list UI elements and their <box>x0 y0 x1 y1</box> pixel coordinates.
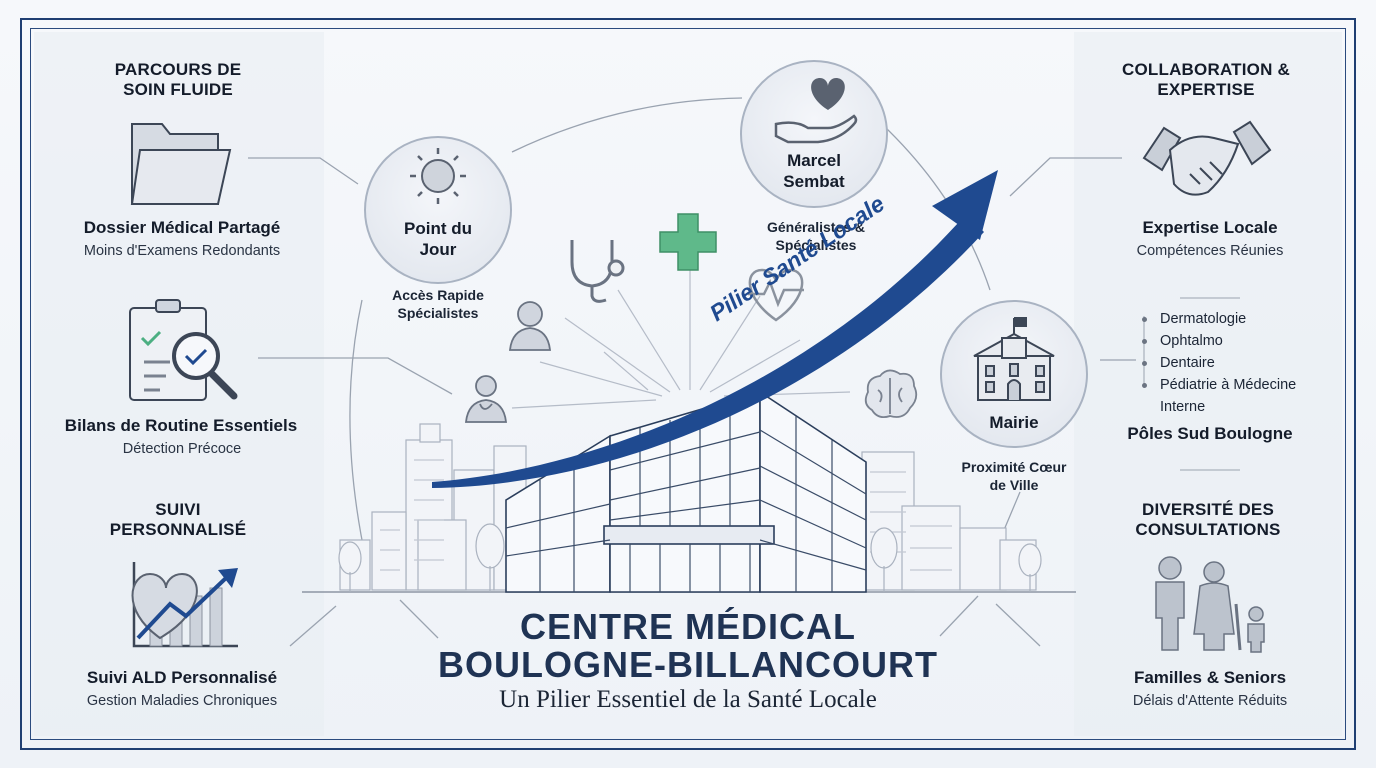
specialty-item: Dentaire <box>1142 352 1300 374</box>
heart-chart-icon <box>131 562 238 648</box>
dossier-medical-title: Dossier Médical Partagé <box>83 218 281 237</box>
suivi-ald-title: Suivi ALD Personnalisé <box>86 668 278 687</box>
expertise-locale-subtitle: Compétences Réunies <box>1136 243 1284 259</box>
tagline: Un Pilier Essentiel de la Santé Locale <box>499 686 877 713</box>
outer-frame <box>20 18 1356 750</box>
main-title: CENTRE MÉDICAL BOULOGNE-BILLANCOURT <box>378 608 998 684</box>
family-icon <box>1155 556 1265 653</box>
familles-title: Familles & Seniors <box>1133 668 1287 687</box>
point-du-jour-caption: Accès Rapide Spécialistes <box>392 287 484 321</box>
suivi-ald-subtitle: Gestion Maladies Chroniques <box>86 693 278 709</box>
heartbeat-icon <box>748 268 804 322</box>
mairie-caption: Proximité Cœur de Ville <box>961 459 1067 493</box>
trees <box>338 523 1042 592</box>
bilans-subtitle: Détection Précoce <box>122 441 242 457</box>
checklist-magnifier-icon <box>129 299 238 401</box>
bilans-title: Bilans de Routine Essentiels <box>64 416 298 435</box>
point-du-jour-name: Point du Jour <box>404 219 472 259</box>
right-heading-collaboration: COLLABORATION & EXPERTISE <box>1122 60 1290 99</box>
dossier-medical-subtitle: Moins d'Examens Redondants <box>83 243 281 259</box>
brain-icon <box>864 369 918 419</box>
doctor-female-icon <box>509 301 551 351</box>
doctor-male-icon <box>465 375 507 423</box>
specialties-list: Dermatologie Ophtalmo Dentaire Pédiatrie… <box>1142 308 1300 418</box>
medical-cross-icon <box>659 213 717 271</box>
sun-icon <box>410 148 466 204</box>
marcel-sembat-caption: Généralistes & Spécialistes <box>766 219 866 253</box>
poles-title: Pôles Sud Boulogne <box>1127 424 1293 443</box>
left-heading-parcours: PARCOURS DE SOIN FLUIDE <box>114 60 242 99</box>
marcel-sembat-name: Marcel Sembat <box>783 151 845 191</box>
left-heading-suivi: SUIVI PERSONNALISÉ <box>109 500 247 539</box>
heart-hand-icon <box>774 78 858 144</box>
stethoscope-icon <box>570 240 625 303</box>
mairie-name: Mairie <box>989 413 1039 432</box>
main-title-line2: BOULOGNE-BILLANCOURT <box>438 644 938 685</box>
familles-subtitle: Délais d'Attente Réduits <box>1132 693 1288 709</box>
specialty-item: Pédiatrie à Médecine Interne <box>1142 374 1300 418</box>
expertise-locale-title: Expertise Locale <box>1142 218 1278 237</box>
folder-icon <box>130 123 232 205</box>
specialty-item: Ophtalmo <box>1142 330 1300 352</box>
handshake-icon <box>1142 120 1272 196</box>
right-dividers <box>1143 297 1240 471</box>
town-hall-icon <box>973 317 1055 401</box>
connector-lines <box>248 97 1136 647</box>
specialty-item: Dermatologie <box>1142 308 1300 330</box>
right-heading-diversite: DIVERSITÉ DES CONSULTATIONS <box>1135 500 1281 539</box>
main-title-line1: CENTRE MÉDICAL <box>520 606 856 647</box>
inner-frame <box>30 28 1346 740</box>
growth-arrow <box>432 170 998 488</box>
